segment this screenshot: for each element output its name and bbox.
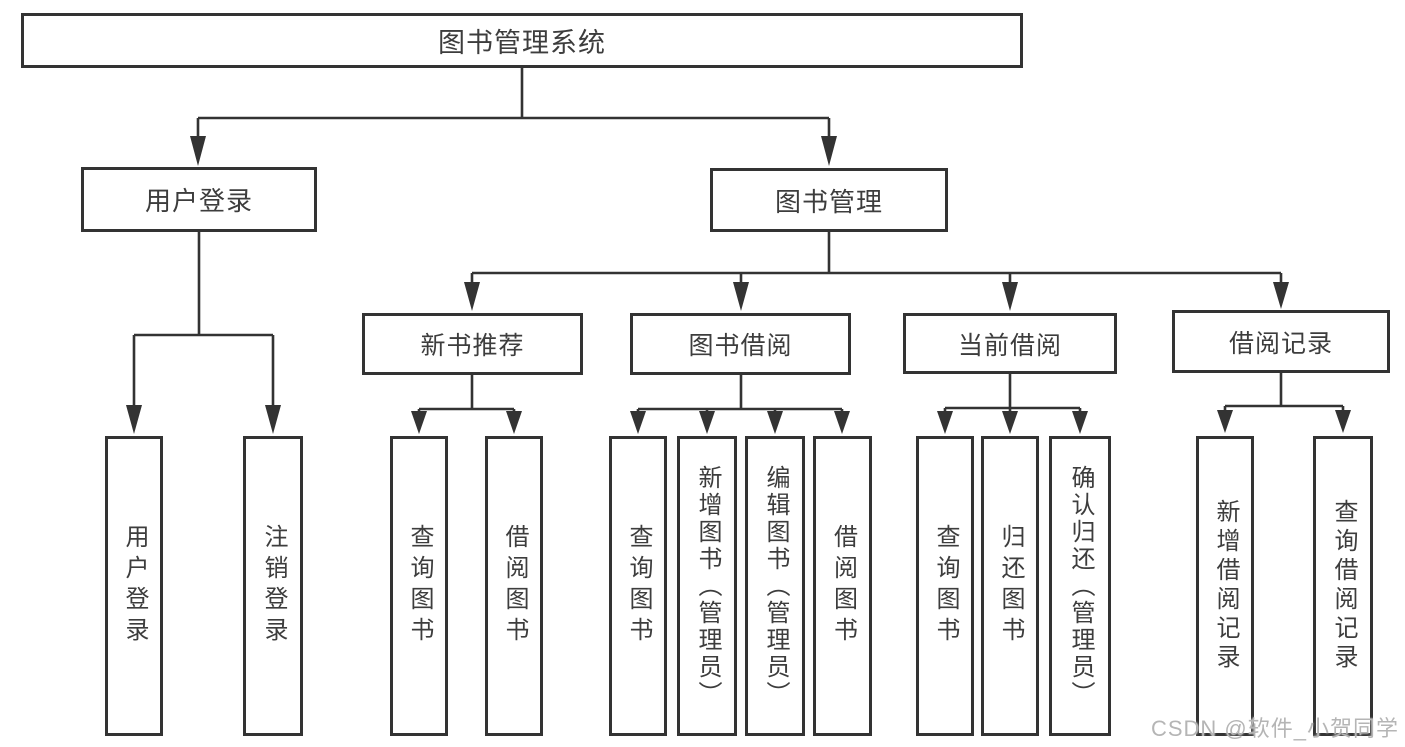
leaf-logout: 注销登录 [243,436,303,736]
leaf-add-book-admin: 新增图书（管理员） [677,436,737,736]
leaf-edit-book-admin: 编辑图书（管理员） [745,436,805,736]
leaf-add-borrow-record: 新增借阅记录 [1196,436,1254,736]
node-book-mgmt: 图书管理 [710,168,948,232]
leaf-return-book: 归还图书 [981,436,1039,736]
connector-book-mgmt-children [464,232,1289,311]
connector-new-book-rec-children [411,375,522,434]
leaf-user-login: 用户登录 [105,436,163,736]
leaf-query-borrow-record: 查询借阅记录 [1313,436,1373,736]
node-user-login: 用户登录 [81,167,317,232]
node-borrow-records: 借阅记录 [1172,310,1390,373]
node-root-library-system: 图书管理系统 [21,13,1023,68]
leaf-confirm-return-admin: 确认归还（管理员） [1049,436,1111,736]
leaf-borrow-book-rec: 借阅图书 [485,436,543,736]
node-new-book-rec: 新书推荐 [362,313,583,375]
connector-book-borrow-children [630,375,850,434]
connector-user-login-children [126,232,281,434]
node-current-borrow: 当前借阅 [903,313,1117,374]
leaf-query-book-borrow: 查询图书 [609,436,667,736]
node-book-borrow: 图书借阅 [630,313,851,375]
leaf-query-book-rec: 查询图书 [390,436,448,736]
leaf-borrow-book: 借阅图书 [813,436,872,736]
leaf-query-book-current: 查询图书 [916,436,974,736]
connector-borrow-records-children [1217,373,1351,433]
connector-current-borrow-children [937,374,1088,434]
connector-root-to-level2 [190,68,837,166]
csdn-watermark: CSDN @软件_小贺同学 [1150,716,1399,741]
